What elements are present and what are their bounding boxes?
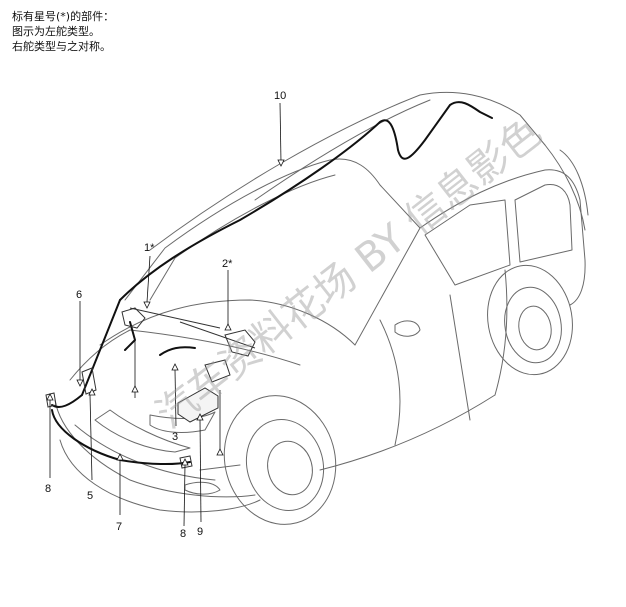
- wiring-harness: [51, 101, 493, 466]
- callout-8-right: 8: [180, 528, 186, 540]
- car-body: [54, 91, 589, 525]
- control-unit-box: [177, 387, 219, 423]
- callout-3: 3: [172, 431, 178, 443]
- note-line-1: 标有星号(*)的部件：: [12, 10, 115, 23]
- callout-10: 10: [274, 90, 286, 102]
- components: [45, 307, 256, 469]
- note-line-3: 右舵类型与之对称。: [12, 40, 111, 53]
- part-2: [224, 329, 256, 357]
- callouts: 10 1* 2* 6 3 8 5 7 8 9: [45, 90, 286, 540]
- arrow-markers: [46, 159, 285, 466]
- callout-7: 7: [116, 521, 122, 533]
- callout-8-left: 8: [45, 483, 51, 495]
- watermark: 汽车资料花场 BY 信息影色: [148, 109, 551, 438]
- sensor-5: [81, 367, 97, 395]
- callout-2: 2*: [222, 258, 233, 270]
- wiper-blade-left: [129, 307, 221, 329]
- notes-block: 标有星号(*)的部件： 图示为左舵类型。 右舵类型与之对称。: [12, 9, 114, 54]
- note-line-2: 图示为左舵类型。: [12, 25, 100, 38]
- callout-9: 9: [197, 526, 203, 538]
- callout-5: 5: [87, 490, 93, 502]
- sensor-8-left: [45, 392, 57, 408]
- wiper-blade-right: [179, 321, 256, 349]
- leader-lines: [49, 102, 282, 527]
- part-3: [204, 359, 231, 383]
- callout-1: 1*: [144, 242, 155, 254]
- callout-6: 6: [76, 289, 82, 301]
- sensor-8-right: [179, 455, 193, 469]
